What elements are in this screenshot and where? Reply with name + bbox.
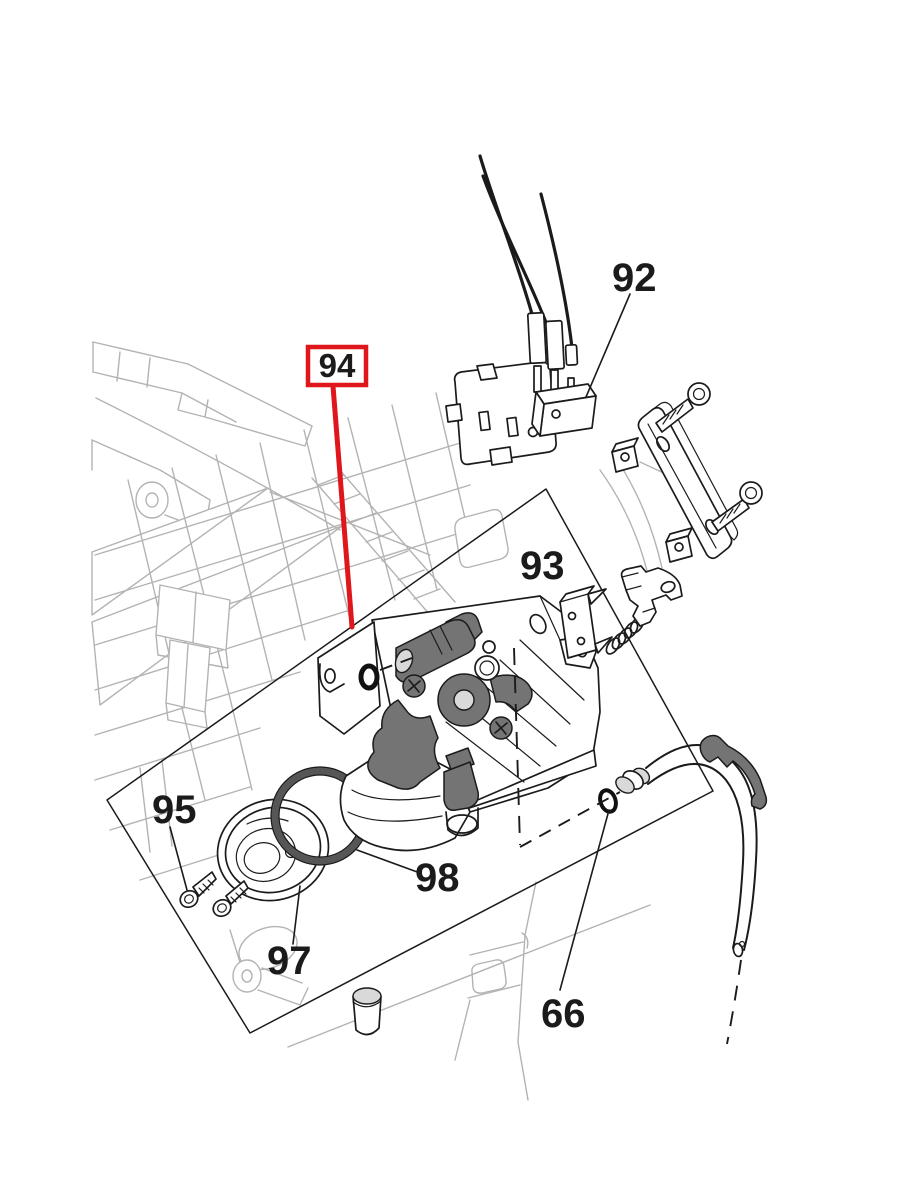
callout-97-leader <box>292 885 301 945</box>
part-label-92: 92 <box>612 256 657 300</box>
background-chassis <box>91 341 701 1101</box>
hose-fitting <box>615 767 651 794</box>
square-nut-1 <box>611 437 639 473</box>
labels: 94 92 93 95 97 98 66 <box>152 256 657 1036</box>
microswitch <box>531 383 597 437</box>
hose <box>598 734 768 1045</box>
part-label-95: 95 <box>152 788 197 832</box>
leader-lines <box>169 293 631 991</box>
callout-98-leader <box>356 849 421 874</box>
chassis-cylinder <box>352 987 382 1036</box>
screws-95 <box>179 871 249 918</box>
wires <box>478 154 574 350</box>
valve-assembly <box>317 595 601 852</box>
part-label-98: 98 <box>415 856 460 900</box>
o-ring-66 <box>598 788 618 814</box>
callout-94-leader-line <box>330 383 355 630</box>
part-label-97: 97 <box>267 939 312 983</box>
flange-o-ring <box>358 663 380 691</box>
bracket-rail <box>637 401 739 560</box>
part-label-66: 66 <box>541 992 586 1036</box>
membrane-cap <box>216 798 330 902</box>
highlight-box-94 <box>305 344 369 388</box>
frame-outline <box>106 488 714 1034</box>
mounting-plate <box>445 361 557 466</box>
hose-clip <box>699 734 768 810</box>
part-label-93: 93 <box>520 544 565 588</box>
callout-92-leader <box>585 293 631 398</box>
part-label-94: 94 <box>319 347 356 384</box>
bracket-93 <box>559 585 613 659</box>
screw-top <box>655 382 711 433</box>
hose-axis-dash <box>726 959 742 1045</box>
callout-95-leader <box>169 826 188 891</box>
square-nut-2 <box>665 527 693 563</box>
screw-bottom <box>711 481 763 532</box>
callout-66-leader <box>559 809 610 991</box>
connector-sleeves <box>526 311 579 399</box>
latch-lever <box>620 565 683 627</box>
dashed-axis-lines <box>379 647 621 848</box>
